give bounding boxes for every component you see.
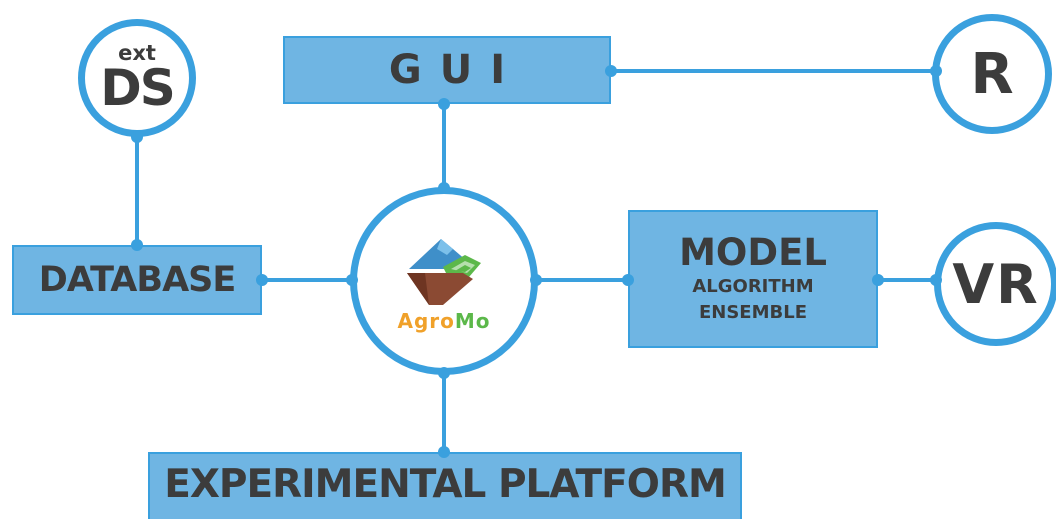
platform-label: EXPERIMENTAL PLATFORM xyxy=(164,462,727,507)
connector-dot xyxy=(872,274,884,286)
vr-label: VR xyxy=(952,252,1040,316)
model-line-ensemble: ENSEMBLE xyxy=(698,302,808,323)
r-node: R xyxy=(932,14,1052,134)
connector-dot xyxy=(346,274,358,286)
connector-dot xyxy=(930,65,942,77)
ext-ds-label: DS xyxy=(100,59,176,117)
ext-ds-node: ext DS xyxy=(78,19,196,137)
ext-ds-prefix: ext xyxy=(118,41,156,65)
connector-dot xyxy=(256,274,268,286)
database-box: DATABASE xyxy=(12,245,262,315)
connector-dot xyxy=(131,131,143,143)
connector-dot xyxy=(930,274,942,286)
connector-dot xyxy=(622,274,634,286)
model-line-algorithm: ALGORITHM xyxy=(692,276,814,297)
agromo-wordmark-mo: Mo xyxy=(454,309,491,333)
r-label: R xyxy=(970,41,1014,107)
connector-dot xyxy=(438,446,450,458)
agromo-hub: AgroMo xyxy=(350,187,538,375)
agromo-logo: AgroMo xyxy=(397,233,490,333)
gui-label: GUI xyxy=(388,47,524,93)
connector-dot xyxy=(605,65,617,77)
gui-box: GUI xyxy=(283,36,611,104)
connector-dot xyxy=(438,98,450,110)
model-title: MODEL xyxy=(679,231,827,274)
connector-dot xyxy=(131,239,143,251)
model-box: MODEL ALGORITHM ENSEMBLE xyxy=(628,210,878,348)
vr-node: VR xyxy=(934,222,1056,346)
agromo-wordmark-agro: Agro xyxy=(397,309,455,333)
agromo-wordmark: AgroMo xyxy=(397,309,490,333)
connector-dot xyxy=(438,367,450,379)
experimental-platform-box: EXPERIMENTAL PLATFORM xyxy=(148,452,742,519)
connector-dot xyxy=(438,182,450,194)
database-label: DATABASE xyxy=(38,260,237,300)
connector-dot xyxy=(530,274,542,286)
agromo-landscape-icon xyxy=(407,239,481,305)
